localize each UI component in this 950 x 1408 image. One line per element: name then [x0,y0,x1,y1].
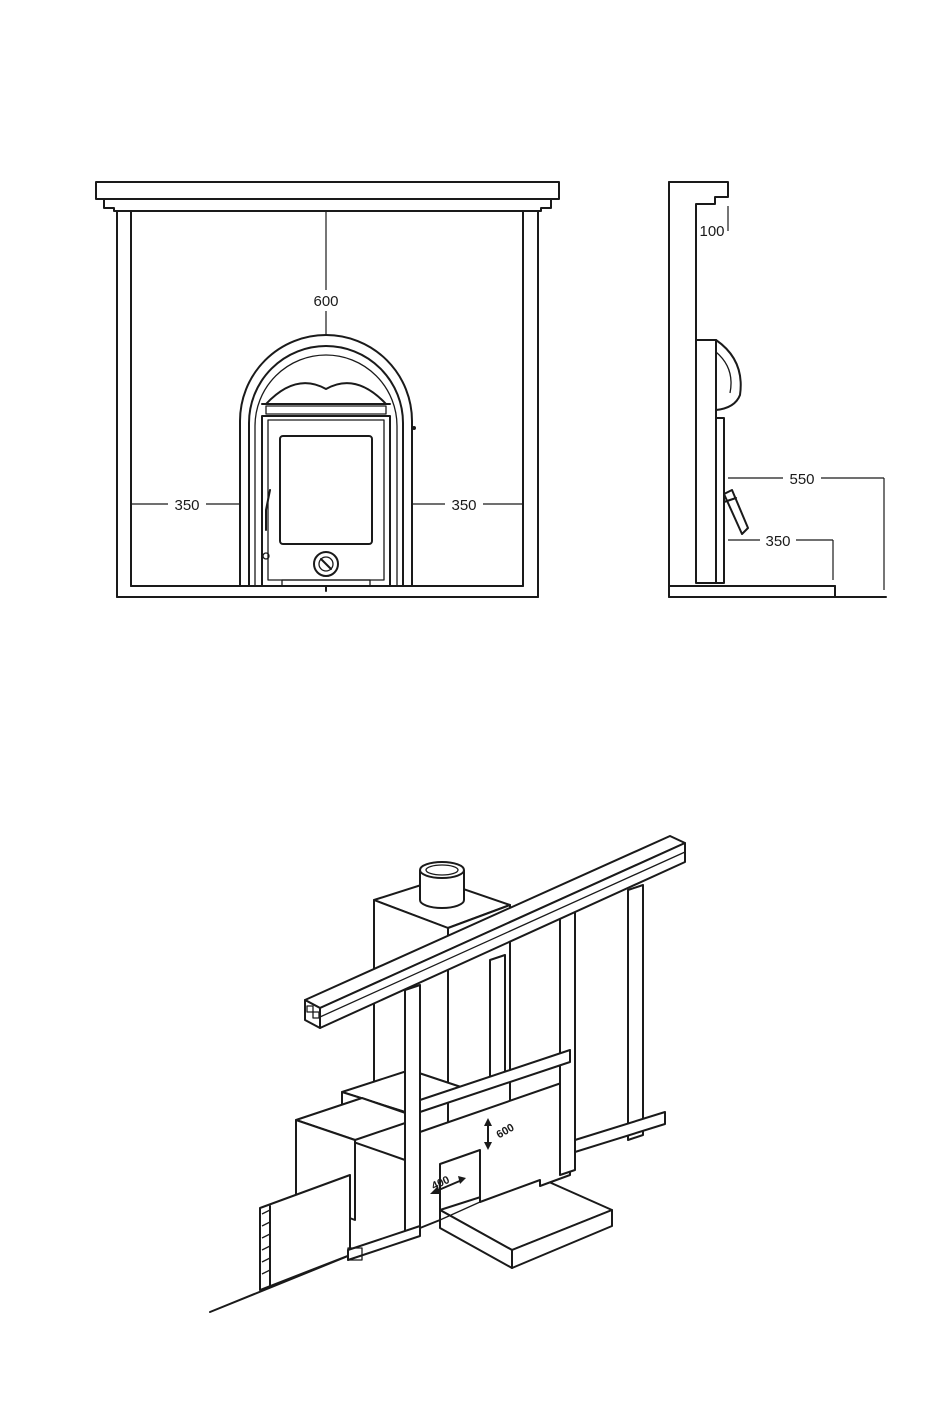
iso-side-wall [260,1175,350,1290]
iso-stud-4 [628,885,643,1140]
side-mantel [669,182,728,212]
side-canopy-inner [716,352,731,393]
iso-stud-3 [560,910,575,1175]
front-mantel-shelf [96,182,559,199]
side-stove-front [696,340,716,583]
dim-right-label: 350 [451,497,476,514]
side-handle-icon [724,490,748,534]
front-arch-outer [240,335,412,586]
side-canopy [716,340,741,410]
iso-bottom-plate [348,1226,420,1260]
dim-side-350-label: 350 [765,533,790,550]
front-mantel-moulding [104,199,551,211]
iso-noggin-right [575,1112,665,1152]
front-canopy-strip [266,406,386,414]
front-view: 600 350 350 [96,182,559,597]
side-view: 100 550 350 [669,182,886,597]
dim-left-label: 350 [174,497,199,514]
front-arch-middle [249,346,403,586]
dim-550-label: 550 [789,471,814,488]
side-door [716,418,724,583]
iso-stud-1 [405,985,420,1236]
air-dial-marker [321,559,331,569]
isometric-view: 600 400 [210,836,685,1312]
iso-400-arrowhead-right [458,1176,466,1184]
arch-knob [412,426,416,430]
dim-100-label: 100 [699,223,724,240]
front-canopy-curve [266,383,386,404]
dim-600-label: 600 [313,293,338,310]
iso-stud-2 [490,955,505,1087]
stove-body [262,416,390,586]
stove-door-frame [268,420,384,580]
stove-glass [280,436,372,544]
